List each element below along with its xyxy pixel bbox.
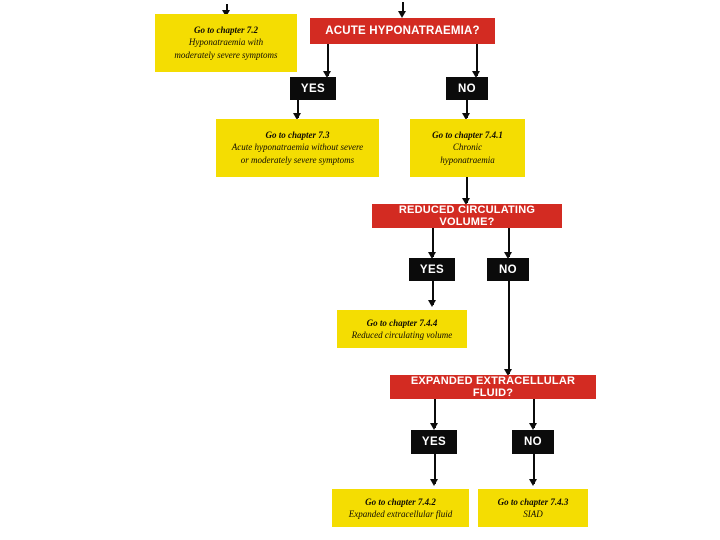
arrowhead-volume-yes-to-chapter-744 [427, 300, 436, 307]
arrowhead-volume-no-to-fluid-decision [503, 369, 512, 376]
answer-label-volume-no: NO [498, 263, 518, 276]
arrowhead-acute-to-yes [322, 71, 331, 78]
action-title-chapter-7-2: Go to chapter 7.2 [194, 25, 258, 36]
action-line-chapter-7-3-a: Acute hyponatraemia without severe [231, 142, 364, 153]
action-title-chapter-7-4-4: Go to chapter 7.4.4 [366, 317, 438, 328]
connector-fluid-yes-to-chapter-742 [434, 454, 436, 484]
decision-box-acute-hyponatraemia[interactable]: ACUTE HYPONATRAEMIA? [310, 18, 495, 44]
action-box-chapter-7-4-1[interactable]: Go to chapter 7.4.1 Chronic hyponatraemi… [410, 119, 525, 177]
connector-volume-to-no [508, 228, 510, 257]
arrowhead-fluid-yes-to-chapter-742 [429, 479, 438, 486]
arrowhead-fluid-to-yes [429, 423, 438, 430]
connector-fluid-to-no [533, 399, 535, 428]
connector-acute-to-yes [327, 44, 329, 76]
answer-label-fluid-yes: YES [421, 436, 447, 448]
arrowhead-volume-to-no [503, 252, 512, 259]
action-title-chapter-7-3: Go to chapter 7.3 [265, 130, 330, 141]
arrowhead-fluid-no-to-chapter-743 [528, 479, 537, 486]
action-line-chapter-7-4-4-a: Reduced circulating volume [351, 329, 453, 340]
arrowhead-chapter-741-to-volume-decision [461, 198, 470, 205]
decision-label-reduced-circulating-volume: REDUCED CIRCULATING VOLUME? [398, 204, 536, 228]
arrowhead-fluid-to-no [528, 423, 537, 430]
arrowhead-into-acute-decision [397, 11, 406, 18]
connector-volume-to-yes [432, 228, 434, 257]
action-box-chapter-7-4-4[interactable]: Go to chapter 7.4.4 Reduced circulating … [337, 310, 467, 348]
action-line-chapter-7-4-3-a: SIAD [523, 508, 543, 519]
answer-box-volume-yes[interactable]: YES [409, 258, 455, 281]
arrowhead-acute-no-to-chapter-741 [461, 113, 470, 120]
action-title-chapter-7-4-1: Go to chapter 7.4.1 [432, 130, 503, 141]
decision-box-expanded-extracellular-fluid[interactable]: EXPANDED EXTRACELLULAR FLUID? [390, 375, 596, 399]
connector-acute-to-no [476, 44, 478, 76]
answer-box-fluid-no[interactable]: NO [512, 430, 554, 454]
action-line-chapter-7-4-1-b: hyponatraemia [440, 155, 495, 166]
action-box-chapter-7-4-2[interactable]: Go to chapter 7.4.2 Expanded extracellul… [332, 489, 469, 527]
decision-box-reduced-circulating-volume[interactable]: REDUCED CIRCULATING VOLUME? [372, 204, 562, 228]
answer-label-acute-no: NO [457, 82, 477, 95]
connector-fluid-no-to-chapter-743 [533, 454, 535, 484]
connector-chapter-741-to-volume-decision [466, 177, 468, 203]
action-box-chapter-7-3[interactable]: Go to chapter 7.3 Acute hyponatraemia wi… [216, 119, 379, 177]
action-line-chapter-7-2-a: Hyponatraemia with [188, 37, 264, 48]
arrowhead-volume-to-yes [427, 252, 436, 259]
action-box-chapter-7-2[interactable]: Go to chapter 7.2 Hyponatraemia with mod… [155, 14, 297, 72]
answer-box-fluid-yes[interactable]: YES [411, 430, 457, 454]
answer-box-volume-no[interactable]: NO [487, 258, 529, 281]
connector-acute-yes-to-chapter-73 [297, 100, 299, 118]
decision-label-expanded-extracellular-fluid: EXPANDED EXTRACELLULAR FLUID? [410, 375, 576, 399]
action-title-chapter-7-4-2: Go to chapter 7.4.2 [365, 496, 436, 507]
answer-label-acute-yes: YES [300, 82, 326, 95]
action-line-chapter-7-3-b: or moderately severe symptoms [240, 155, 355, 166]
answer-label-fluid-no: NO [523, 436, 543, 448]
decision-label-acute-hyponatraemia: ACUTE HYPONATRAEMIA? [325, 25, 480, 37]
answer-box-acute-no[interactable]: NO [446, 77, 488, 100]
connector-acute-no-to-chapter-741 [466, 100, 468, 118]
arrowhead-acute-yes-to-chapter-73 [292, 113, 301, 120]
action-box-chapter-7-4-3[interactable]: Go to chapter 7.4.3 SIAD [478, 489, 588, 527]
connector-fluid-to-yes [434, 399, 436, 428]
action-line-chapter-7-4-2-a: Expanded extracellular fluid [348, 508, 453, 519]
connector-into-chapter-72 [226, 4, 228, 13]
arrowhead-into-chapter-72 [221, 10, 230, 17]
connector-volume-no-to-fluid-decision [508, 281, 510, 374]
connector-into-acute-decision [402, 2, 404, 14]
arrowhead-acute-to-no [471, 71, 480, 78]
answer-label-volume-yes: YES [419, 263, 445, 276]
connector-volume-yes-to-chapter-744 [432, 281, 434, 305]
answer-box-acute-yes[interactable]: YES [290, 77, 336, 100]
action-line-chapter-7-2-b: moderately severe symptoms [174, 50, 278, 61]
action-title-chapter-7-4-3: Go to chapter 7.4.3 [497, 496, 569, 507]
action-line-chapter-7-4-1-a: Chronic [452, 142, 483, 153]
